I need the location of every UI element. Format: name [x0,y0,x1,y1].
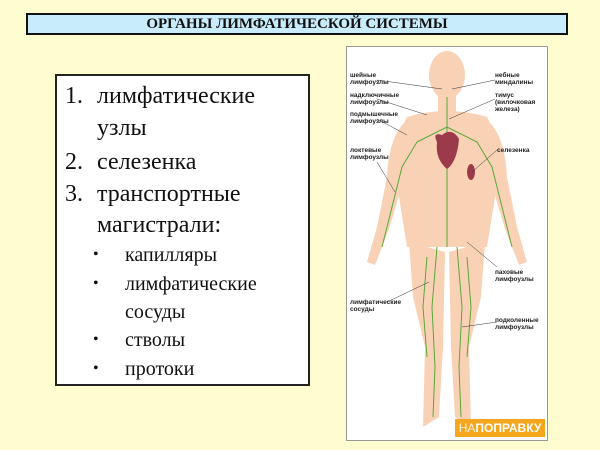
list-number: 1. [65,83,83,109]
bullet: • [93,246,99,263]
sub-item-text: сосуды [125,301,186,323]
label-spleen: селезенка [497,147,530,154]
sub-item-text: капилляры [125,244,218,266]
list-item-text: магистрали: [97,212,222,238]
list-item-text: транспортные [97,181,241,207]
slide-title: ОРГАНЫ ЛИМФАТИЧЕСКОЙ СИСТЕМЫ [26,13,568,35]
organs-list: 1. лимфатические узлы 2. селезенка 3. тр… [55,74,310,386]
bullet: • [93,360,99,377]
bullet: • [93,275,99,292]
list-item-text: лимфатические [97,83,256,109]
list-number: 3. [65,181,83,207]
sub-item-text: стволы [125,329,186,351]
list-item-text: селезенка [97,149,197,175]
sub-item-text: протоки [125,358,195,380]
list-number: 2. [65,149,83,175]
body-silhouette-icon [367,51,527,427]
list-item-text: узлы [97,115,147,141]
bullet: • [93,331,99,348]
sub-item-text: лимфатические [125,273,257,295]
